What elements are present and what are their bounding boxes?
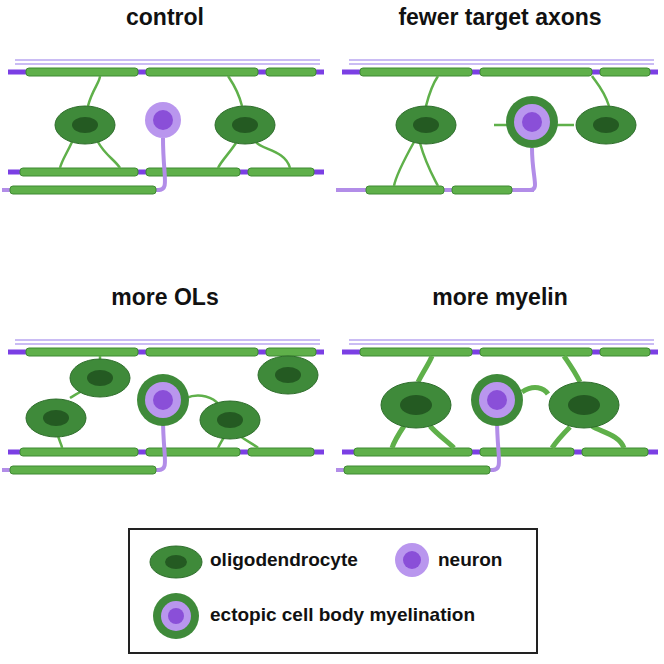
panel-title: more OLs: [111, 284, 218, 311]
legend-text: ectopic cell body myelination: [210, 604, 475, 626]
panel-title: fewer target axons: [398, 4, 601, 31]
legend-box: [128, 528, 538, 654]
legend-text: neuron: [438, 549, 502, 571]
panel-title: more myelin: [432, 284, 568, 311]
legend-text: oligodendrocyte: [210, 549, 358, 571]
panel-title: control: [126, 4, 204, 31]
